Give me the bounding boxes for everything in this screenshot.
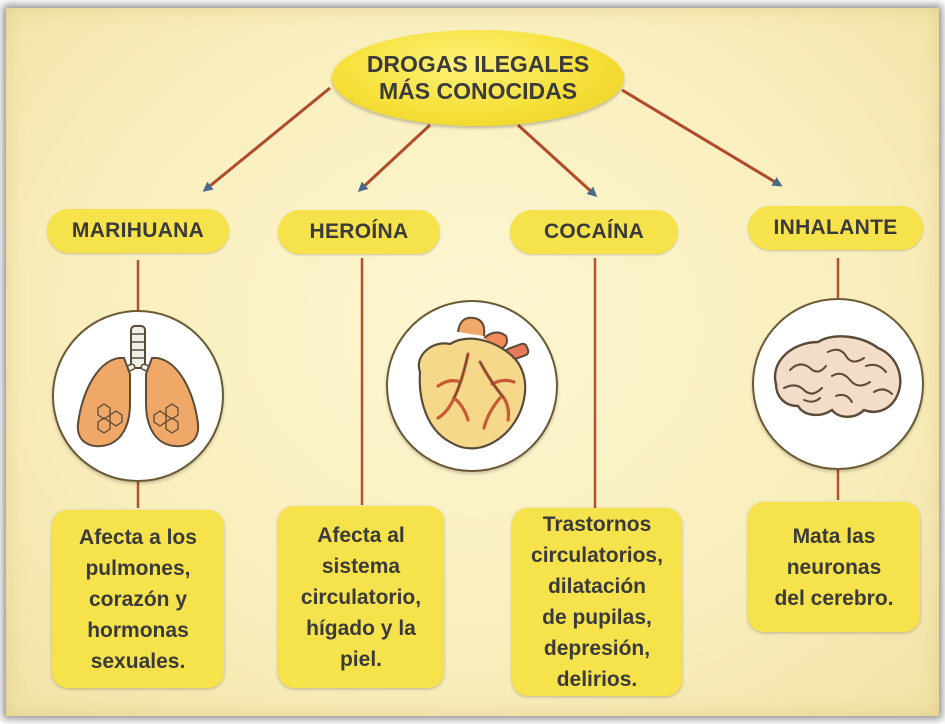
- effect-text-inhalante: Mata las neuronas del cerebro.: [774, 524, 894, 610]
- heart-icon: [417, 316, 530, 450]
- title-oval: DROGAS ILEGALES MÁS CONOCIDAS: [332, 30, 624, 126]
- arrow-to-inhalante: [621, 88, 783, 187]
- label-heroina: HEROÍNA: [278, 210, 440, 254]
- lungs-illustration: [52, 310, 224, 482]
- effect-box-heroina: Afecta al sistema circulatorio, hígado y…: [278, 506, 444, 688]
- lungs-icon: [76, 325, 200, 448]
- brain-icon: [773, 335, 902, 418]
- brain-illustration: [752, 298, 924, 470]
- heart-illustration: [386, 300, 558, 472]
- arrow-to-marihuana: [202, 86, 331, 192]
- title-line-2: MÁS CONOCIDAS: [378, 78, 578, 104]
- effect-text-cocaina: Trastornos circulatorios, dilatación de …: [531, 513, 663, 691]
- label-cocaina: COCAÍNA: [510, 210, 678, 254]
- arrow-to-cocaina: [516, 123, 598, 198]
- effect-box-cocaina: Trastornos circulatorios, dilatación de …: [512, 508, 682, 696]
- label-inhalante: INHALANTE: [748, 206, 923, 250]
- arrow-to-heroina: [357, 123, 432, 193]
- effect-box-marihuana: Afecta a los pulmones, corazón y hormona…: [52, 510, 224, 688]
- effect-box-inhalante: Mata las neuronas del cerebro.: [748, 502, 920, 632]
- label-marihuana: MARIHUANA: [47, 209, 229, 253]
- title-line-1: DROGAS ILEGALES: [366, 51, 590, 77]
- effect-text-marihuana: Afecta a los pulmones, corazón y hormona…: [79, 525, 197, 673]
- effect-text-heroina: Afecta al sistema circulatorio, hígado y…: [300, 523, 422, 671]
